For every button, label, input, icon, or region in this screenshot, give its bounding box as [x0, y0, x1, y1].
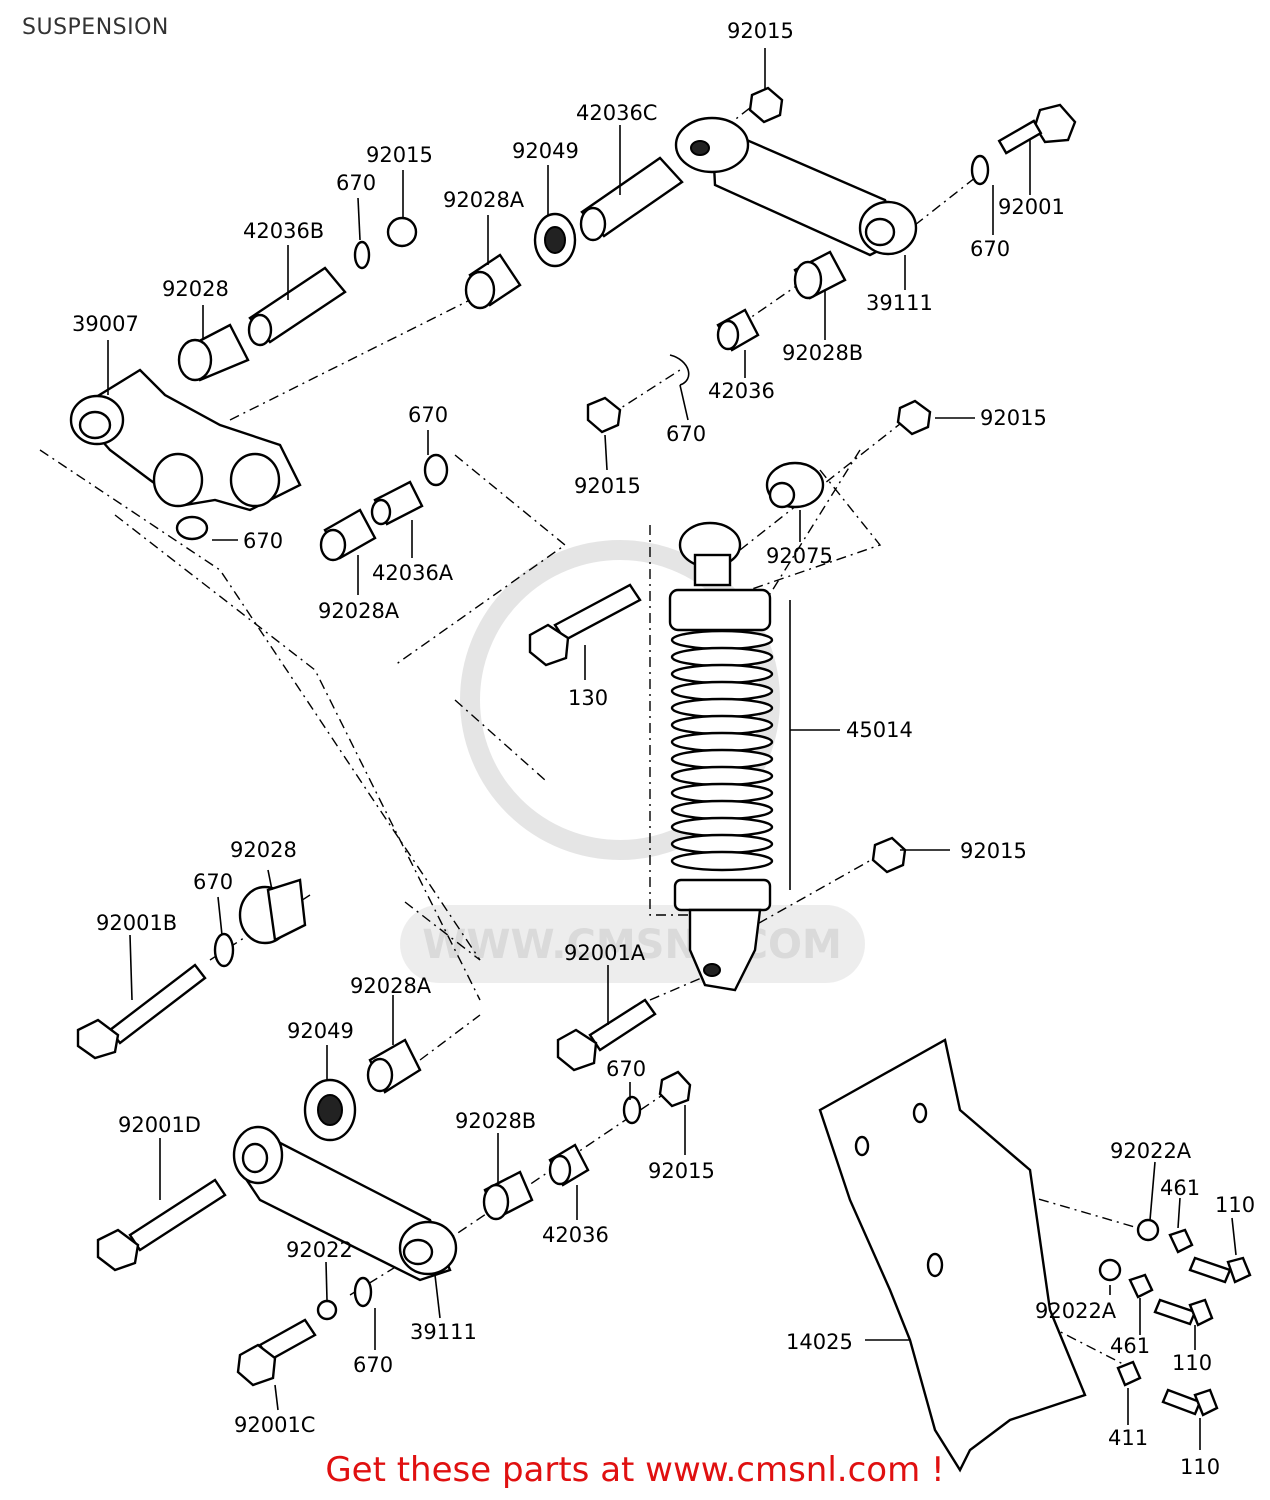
callout-92028a: 92028A	[318, 599, 400, 623]
spring-coil	[670, 697, 774, 719]
part-callouts: 92015 42036C 92049 92015 670 92028A 4203…	[72, 19, 1255, 1479]
callout-42036: 42036	[542, 1223, 609, 1247]
rocker-arm	[69, 368, 449, 562]
callout-92028a: 92028A	[443, 188, 525, 212]
callout-42036c: 42036C	[576, 101, 657, 125]
spring-coil	[670, 646, 774, 668]
spring-coil	[670, 833, 774, 855]
callout-110: 110	[1172, 1351, 1212, 1375]
callout-42036b: 42036B	[243, 219, 324, 243]
spring-coil	[670, 765, 774, 787]
callout-92015: 92015	[980, 406, 1047, 430]
callout-92001: 92001	[998, 195, 1065, 219]
callout-39007: 39007	[72, 312, 139, 336]
callout-92015: 92015	[727, 19, 794, 43]
spring-coil	[670, 782, 774, 804]
callout-670: 670	[193, 870, 233, 894]
lower-link-group	[96, 878, 692, 1387]
callout-92022: 92022	[286, 1238, 353, 1262]
spring-coil	[670, 731, 774, 753]
callout-92022a: 92022A	[1110, 1139, 1192, 1163]
callout-670: 670	[243, 529, 283, 553]
callout-92001c: 92001C	[234, 1413, 315, 1437]
callout-670: 670	[408, 403, 448, 427]
callout-670: 670	[666, 422, 706, 446]
callout-92028b: 92028B	[782, 341, 863, 365]
callout-92015: 92015	[960, 839, 1027, 863]
callout-92049: 92049	[287, 1019, 354, 1043]
spring-coil	[670, 629, 774, 651]
callout-92015: 92015	[366, 143, 433, 167]
callout-14025: 14025	[786, 1330, 853, 1354]
callout-92001b: 92001B	[96, 911, 177, 935]
callout-92001d: 92001D	[118, 1113, 201, 1137]
callout-92049: 92049	[512, 139, 579, 163]
callout-130: 130	[568, 686, 608, 710]
spring-coil	[670, 799, 774, 821]
callout-39111: 39111	[410, 1320, 477, 1344]
callout-411: 411	[1108, 1426, 1148, 1450]
chain-guard	[818, 1038, 1252, 1473]
sleeves-upper	[177, 156, 847, 382]
callout-670: 670	[606, 1057, 646, 1081]
spring-coil	[670, 816, 774, 838]
diagram-title: SUSPENSION	[22, 15, 169, 40]
callout-670: 670	[970, 237, 1010, 261]
callout-92015: 92015	[574, 474, 641, 498]
hardware-upper	[353, 86, 990, 436]
callout-45014: 45014	[846, 718, 913, 742]
callout-670: 670	[336, 171, 376, 195]
callout-461: 461	[1110, 1334, 1150, 1358]
callout-92001a: 92001A	[564, 941, 646, 965]
watermark-logo: WWW.CMSNL.COM	[400, 540, 865, 983]
callout-42036a: 42036A	[372, 561, 454, 585]
spring-coil	[670, 680, 774, 702]
spring-coil	[670, 748, 774, 770]
callout-92028: 92028	[162, 277, 229, 301]
spring-coil	[670, 663, 774, 685]
leader-lines	[107, 48, 1237, 1450]
callout-92028: 92028	[230, 838, 297, 862]
callout-110: 110	[1215, 1193, 1255, 1217]
upper-link-rod	[674, 116, 918, 257]
spring-coil	[670, 850, 774, 872]
callout-670: 670	[353, 1353, 393, 1377]
callout-39111: 39111	[866, 291, 933, 315]
callout-92075: 92075	[766, 544, 833, 568]
bolts-middle	[76, 583, 657, 1072]
promo-banner[interactable]: Get these parts at www.cmsnl.com !	[325, 1450, 945, 1490]
bolt-upper	[997, 103, 1077, 155]
callout-110: 110	[1180, 1455, 1220, 1479]
callout-42036: 42036	[708, 379, 775, 403]
shock-absorber	[668, 461, 907, 992]
callout-92028a: 92028A	[350, 974, 432, 998]
callout-92028b: 92028B	[455, 1109, 536, 1133]
spring-coils	[670, 629, 774, 872]
callout-92015: 92015	[648, 1159, 715, 1183]
callout-461: 461	[1160, 1176, 1200, 1200]
spring-coil	[670, 714, 774, 736]
watermark-text: WWW.CMSNL.COM	[422, 922, 842, 968]
callout-92022a: 92022A	[1035, 1299, 1117, 1323]
